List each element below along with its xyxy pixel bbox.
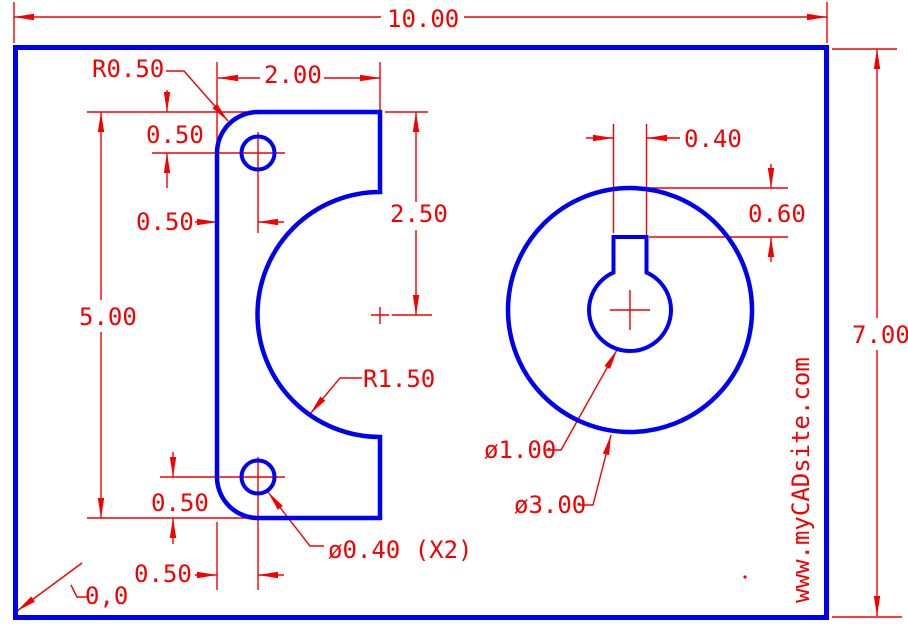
dim-keyway-depth-lines bbox=[636, 164, 788, 262]
dim-keyway-width-label: 0.40 bbox=[684, 125, 742, 153]
leader-corner-radius bbox=[166, 70, 229, 122]
dim-hole-bottom-horizontal-label: 0.50 bbox=[134, 560, 192, 588]
dim-overall-height-label: 7.00 bbox=[852, 321, 908, 349]
dim-hole-top-horizontal-lines bbox=[195, 132, 284, 233]
disc-center-mark bbox=[610, 290, 650, 330]
dim-hole-bottom-horizontal-lines bbox=[195, 457, 284, 590]
dim-hole-top-horizontal-label: 0.50 bbox=[136, 208, 194, 236]
leader-disc-diameter bbox=[578, 434, 612, 506]
dim-cutout-radius-label: R1.50 bbox=[363, 365, 435, 393]
dim-plate-height-label: 5.00 bbox=[79, 303, 137, 331]
mounting-hole-top bbox=[239, 134, 277, 172]
watermark-text: www.myCADsite.com bbox=[787, 357, 815, 603]
origin-label: 0,0 bbox=[85, 582, 128, 610]
mounting-hole-bottom bbox=[239, 458, 277, 496]
dim-hole-top-vertical-label: 0.50 bbox=[146, 121, 204, 149]
leader-cutout-radius bbox=[309, 377, 362, 415]
dim-cutout-offset-lines bbox=[371, 111, 432, 324]
origin-leader bbox=[16, 562, 88, 612]
dim-hole-note-label: ø0.40 (X2) bbox=[328, 536, 473, 564]
stray-dot bbox=[743, 575, 747, 579]
dim-cutout-offset-label: 2.50 bbox=[390, 200, 448, 228]
dim-corner-radius-label: R0.50 bbox=[92, 55, 164, 83]
keyhole-bore-outline bbox=[587, 235, 673, 354]
dim-bore-diameter-label: ø1.00 bbox=[484, 436, 556, 464]
dim-overall-height-lines bbox=[832, 48, 902, 618]
leader-bore-diameter bbox=[546, 349, 618, 451]
dim-plate-top-width-label: 2.00 bbox=[264, 61, 322, 89]
dim-disc-diameter-label: ø3.00 bbox=[514, 491, 586, 519]
dim-hole-bottom-vertical-label: 0.50 bbox=[151, 489, 209, 517]
dim-overall-width-label: 10.00 bbox=[387, 5, 459, 33]
plate-outline bbox=[214, 109, 383, 521]
leader-hole-note bbox=[267, 491, 324, 547]
dim-keyway-width-lines bbox=[586, 124, 680, 236]
dim-plate-top-width-lines bbox=[216, 62, 381, 152]
dim-overall-width-lines bbox=[13, 2, 828, 43]
dim-hole-bottom-vertical-lines bbox=[160, 452, 285, 544]
border-rectangle bbox=[13, 45, 829, 620]
dim-keyway-depth-label: 0.60 bbox=[748, 200, 806, 228]
disc-outline bbox=[505, 185, 755, 435]
